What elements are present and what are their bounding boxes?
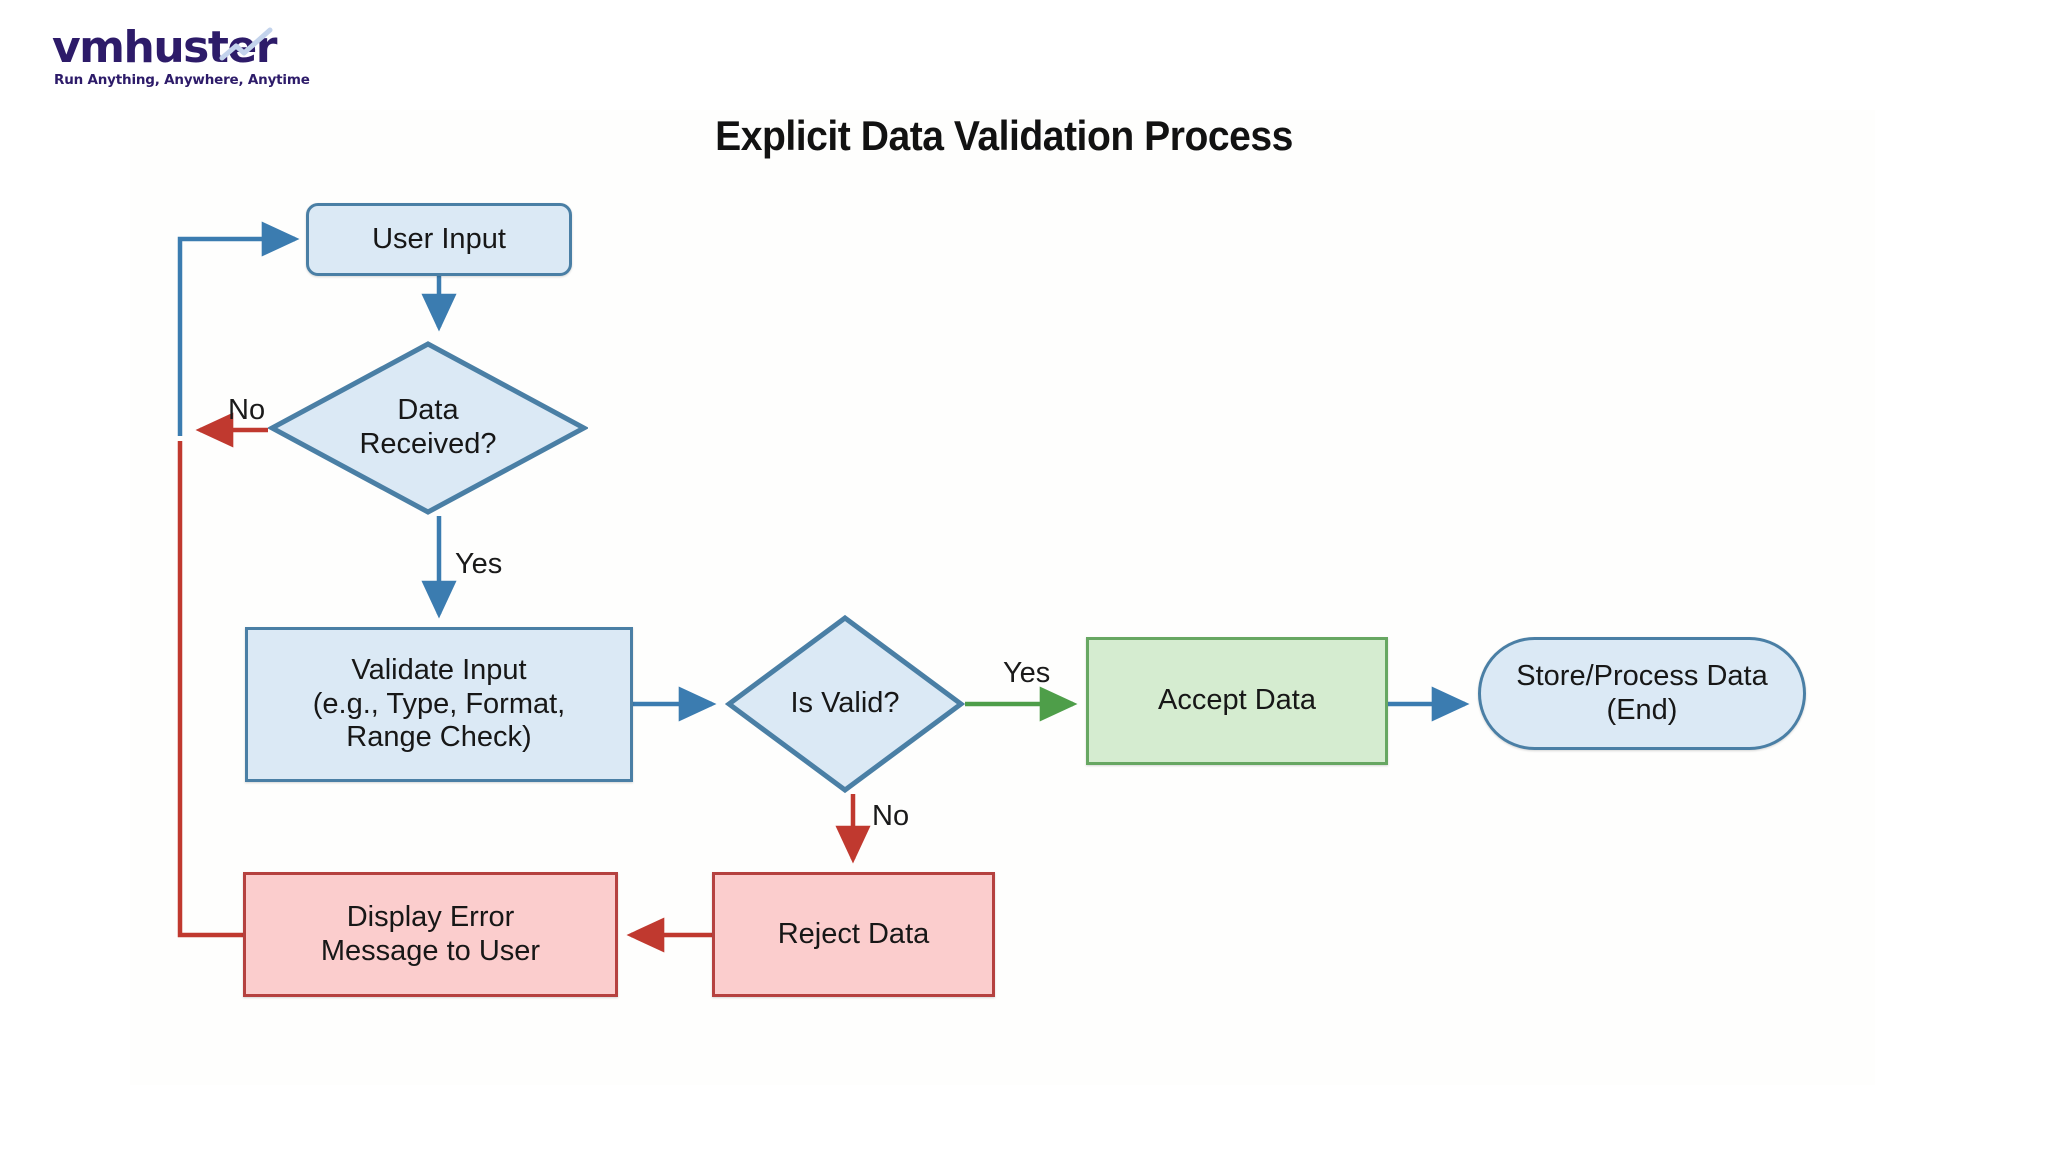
edge-label-no-data-received: No xyxy=(228,394,266,426)
diamond-shape xyxy=(268,341,588,515)
node-user-input[interactable]: User Input xyxy=(306,203,572,276)
node-reject-data[interactable]: Reject Data xyxy=(712,872,995,997)
node-data-received-label: Data Received? xyxy=(359,394,497,460)
logo-tagline: Run Anything, Anywhere, Anytime xyxy=(54,72,310,88)
logo-swoosh-icon xyxy=(219,27,273,61)
node-accept-data[interactable]: Accept Data xyxy=(1086,637,1388,765)
node-display-error-message[interactable]: Display Error Message to User xyxy=(243,872,618,997)
node-store-process-data[interactable]: Store/Process Data (End) xyxy=(1478,637,1806,750)
node-data-received[interactable]: Data Received? xyxy=(268,340,588,516)
node-is-valid[interactable]: Is Valid? xyxy=(725,614,965,794)
edge-label-no-is-valid: No xyxy=(872,800,910,832)
edge-label-yes-data-received: Yes xyxy=(455,548,503,580)
edge-label-yes-is-valid: Yes xyxy=(1003,657,1051,689)
brand-logo[interactable]: vmhuster Run Anything, Anywhere, Anytime xyxy=(52,26,322,96)
node-validate-input[interactable]: Validate Input (e.g., Type, Format, Rang… xyxy=(245,627,633,782)
node-is-valid-label: Is Valid? xyxy=(790,687,900,720)
diamond-shape xyxy=(725,614,965,794)
page-title: Explicit Data Validation Process xyxy=(715,112,1293,159)
